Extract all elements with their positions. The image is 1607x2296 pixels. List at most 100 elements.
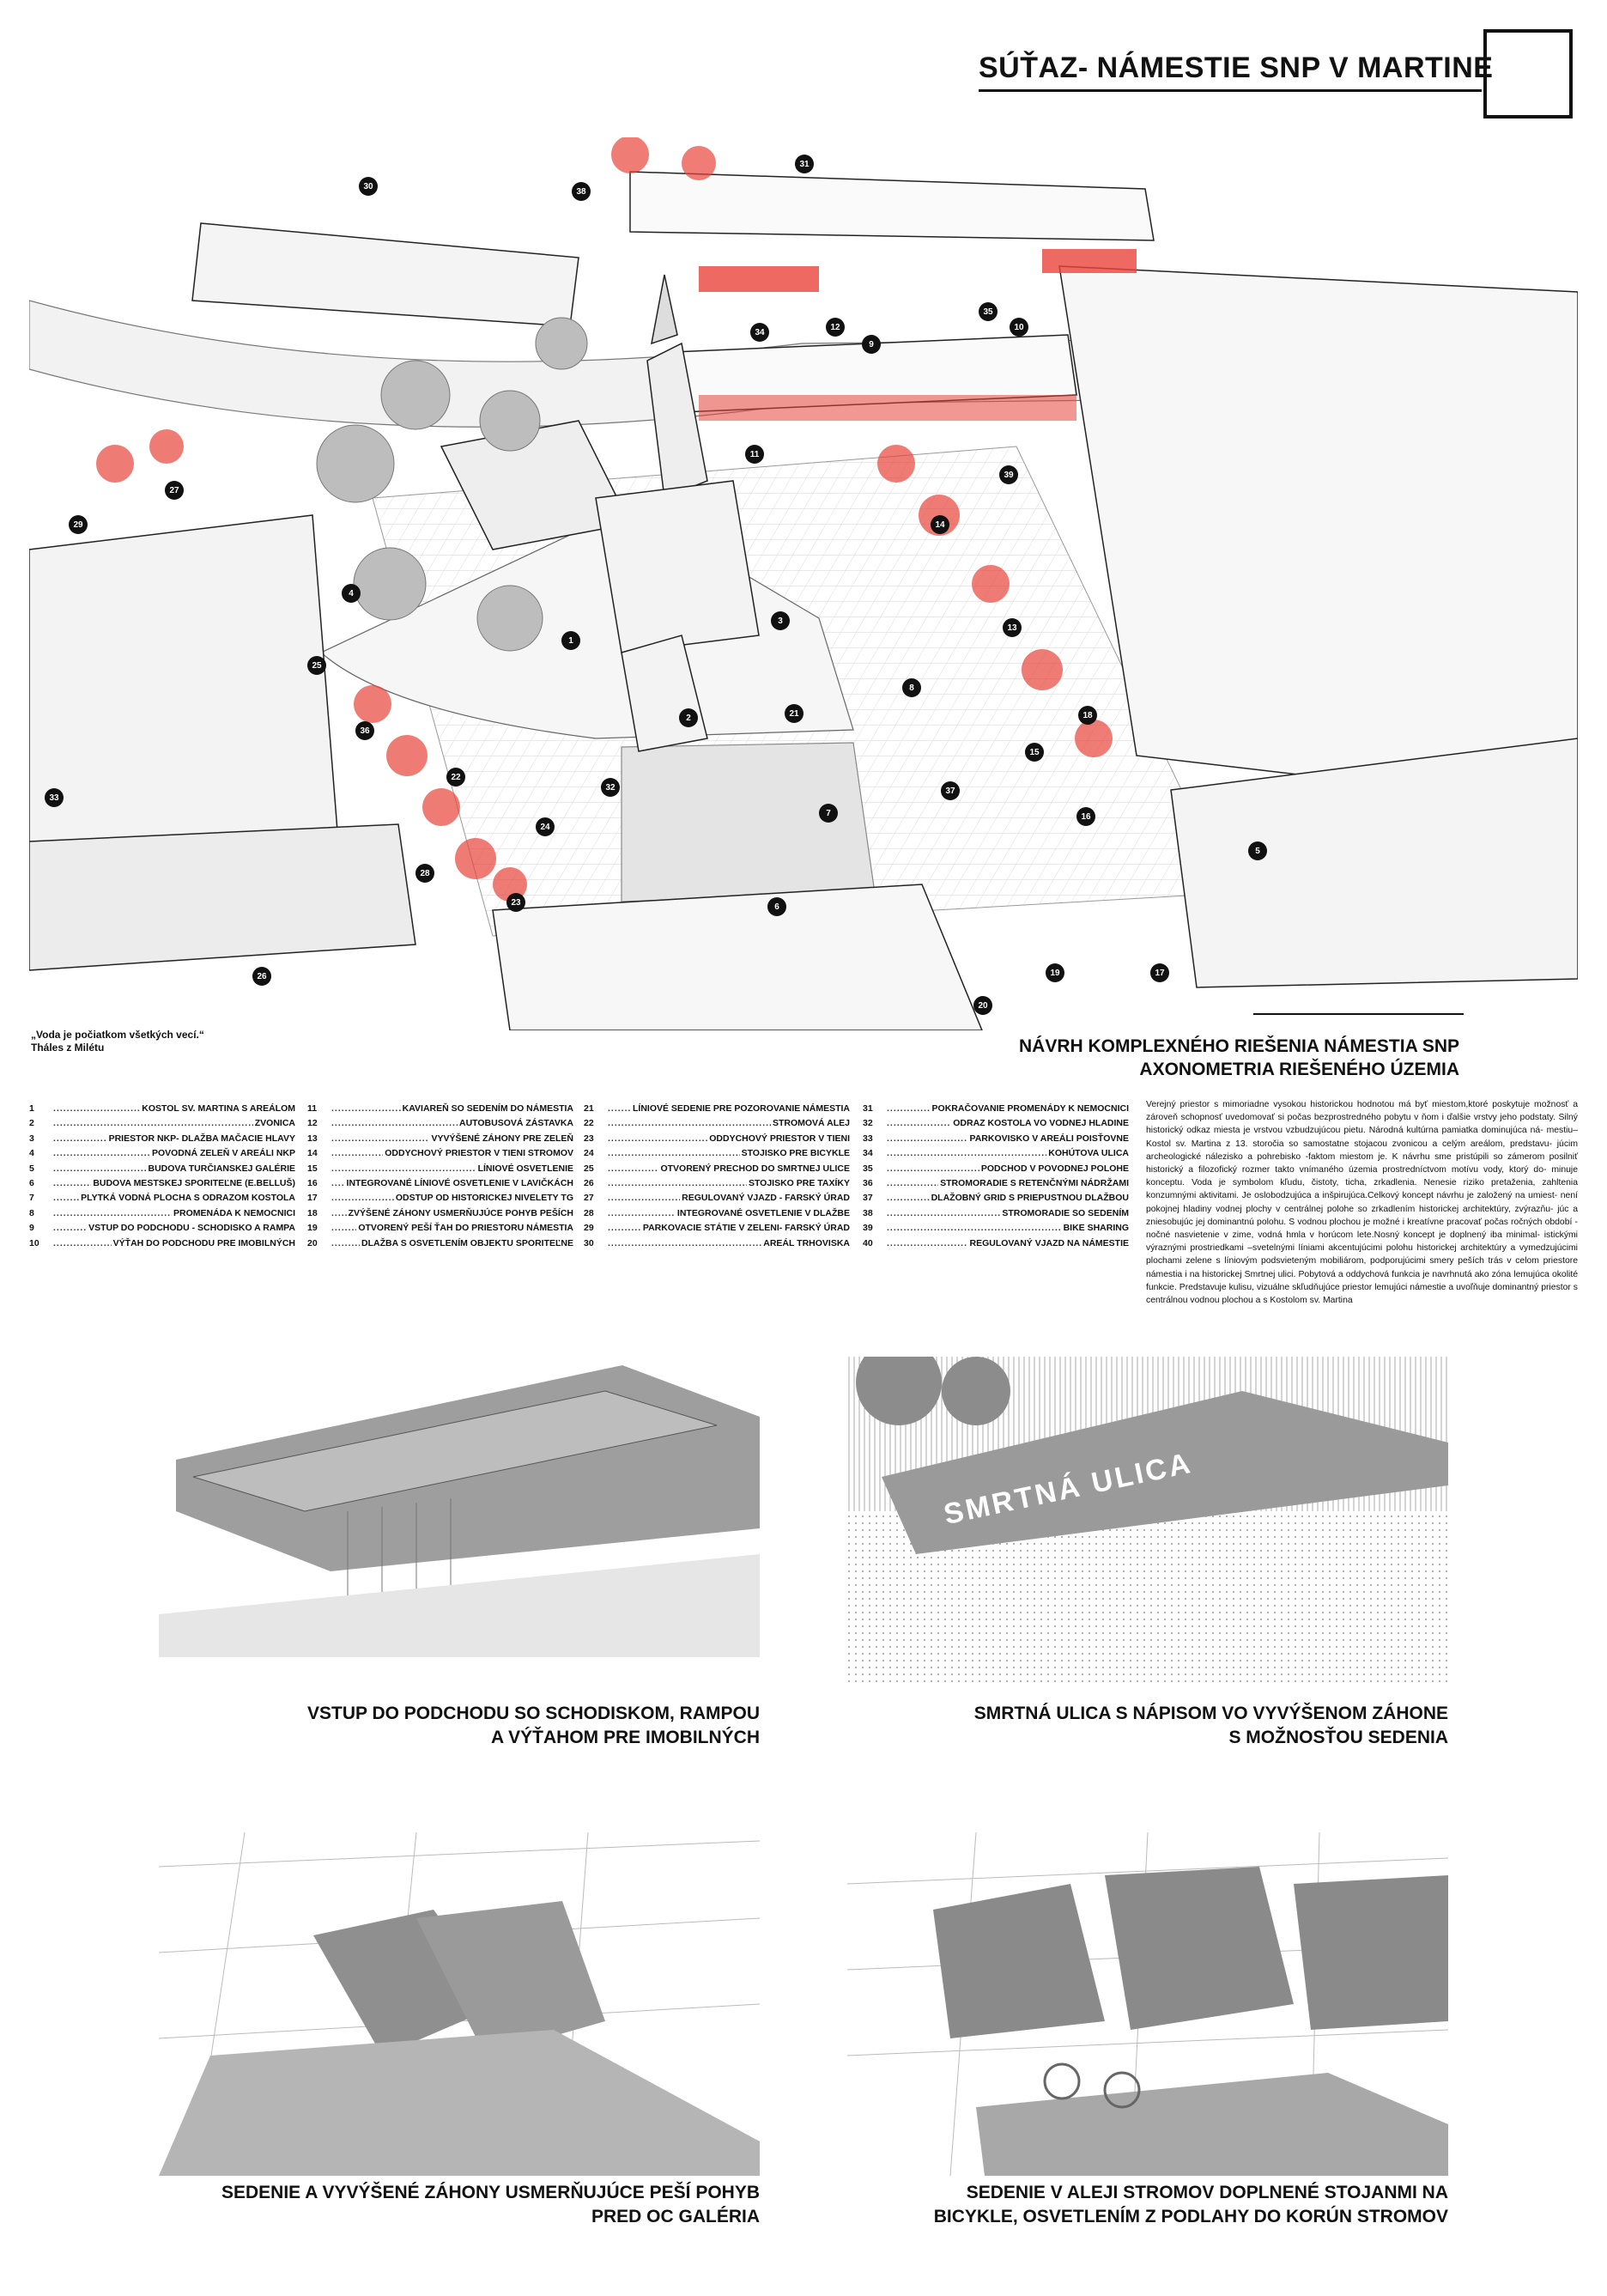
- legend-text: ODDYCHOVÝ PRIESTOR V TIENI: [709, 1133, 850, 1144]
- axo-marker-26: 26: [252, 967, 271, 986]
- legend-leader-dots: ........................................…: [331, 1103, 401, 1114]
- legend-item-13: 13......................................…: [307, 1132, 573, 1146]
- legend-item-29: 29......................................…: [584, 1221, 850, 1236]
- axo-marker-4: 4: [342, 584, 361, 603]
- legend-item-16: 16......................................…: [307, 1176, 573, 1191]
- axo-marker-24: 24: [536, 817, 555, 836]
- panel-smrtna-drawing: [847, 1357, 1448, 1683]
- axo-marker-1: 1: [561, 631, 580, 650]
- legend-item-9: 9.......................................…: [29, 1221, 295, 1236]
- legend-number: 14: [307, 1148, 318, 1159]
- axo-marker-33: 33: [45, 788, 64, 807]
- legend-leader-dots: ........................................…: [331, 1163, 476, 1174]
- legend-leader-dots: ........................................…: [608, 1207, 676, 1218]
- legend-text: ODSTUP OD HISTORICKEJ NIVELETY TG: [395, 1193, 573, 1204]
- legend-item-28: 28......................................…: [584, 1206, 850, 1221]
- axo-marker-17: 17: [1150, 963, 1169, 982]
- caption-underpass-line2: A VÝŤAHOM PRE IMOBILNÝCH: [490, 1728, 760, 1747]
- legend-item-17: 17......................................…: [307, 1191, 573, 1206]
- legend-item-6: 6.......................................…: [29, 1176, 295, 1191]
- church-body: [595, 480, 760, 653]
- legend-number: 2: [29, 1118, 34, 1129]
- legend-text: AUTOBUSOVÁ ZÁSTAVKA: [458, 1118, 573, 1129]
- caption-alej-line2: BICYKLE, OSVETLENÍM Z PODLAHY DO KORÚN S…: [933, 2207, 1448, 2226]
- legend-leader-dots: ........................................…: [53, 1193, 79, 1204]
- legend-leader-dots: ........................................…: [331, 1148, 383, 1159]
- axo-marker-37: 37: [941, 781, 960, 800]
- legend-number: 17: [307, 1193, 318, 1204]
- axo-marker-19: 19: [1046, 963, 1064, 982]
- axo-title-line1: NÁVRH KOMPLEXNÉHO RIEŠENIA NÁMESTIA SNP: [1019, 1036, 1459, 1056]
- axo-marker-32: 32: [601, 778, 620, 797]
- axo-marker-27: 27: [165, 481, 184, 500]
- building-south: [492, 884, 983, 1030]
- page-title: SÚŤAZ- NÁMESTIE SNP V MARTINE: [979, 52, 1494, 84]
- legend-item-23: 23......................................…: [584, 1132, 850, 1146]
- caption-underpass: VSTUP DO PODCHODU SO SCHODISKOM, RAMPOU …: [159, 1702, 760, 1750]
- legend-text: STROMORADIE SO SEDENÍM: [1002, 1207, 1129, 1218]
- legend-number: 11: [307, 1103, 318, 1114]
- legend-number: 5: [29, 1163, 34, 1174]
- axo-marker-30: 30: [359, 177, 378, 196]
- legend-number: 13: [307, 1133, 318, 1144]
- legend-leader-dots: ........................................…: [53, 1237, 112, 1248]
- caption-alej: SEDENIE V ALEJI STROMOV DOPLNENÉ STOJANM…: [847, 2181, 1448, 2229]
- caption-smrtna-line1: SMRTNÁ ULICA S NÁPISOM VO VYVÝŠENOM ZÁHO…: [973, 1704, 1448, 1723]
- building-market: [191, 222, 579, 327]
- legend-number: 15: [307, 1163, 318, 1174]
- legend-text: ODDYCHOVÝ PRIESTOR V TIENI STROMOV: [385, 1148, 573, 1159]
- legend-item-33: 33......................................…: [863, 1132, 1129, 1146]
- legend-text: PARKOVISKO V AREÁLI POISŤOVNE: [969, 1133, 1129, 1144]
- legend-item-4: 4.......................................…: [29, 1146, 295, 1161]
- legend-text: VYVÝŠENÉ ZÁHONY PRE ZELEŇ: [431, 1133, 573, 1144]
- legend-number: 30: [584, 1237, 594, 1248]
- panel-smrtna-ulica: SMRTNÁ ULICA: [847, 1357, 1448, 1683]
- legend-number: 3: [29, 1133, 34, 1144]
- axo-marker-12: 12: [826, 318, 845, 337]
- legend-text: DLAŽOBNÝ GRID S PRIEPUSTNOU DLAŽBOU: [931, 1193, 1129, 1204]
- panel-galeria-drawing: [159, 1832, 760, 2176]
- legend-text: PODCHOD V POVODNEJ POLOHE: [980, 1163, 1129, 1174]
- axo-marker-21: 21: [785, 704, 804, 723]
- axo-marker-34: 34: [750, 323, 769, 342]
- legend-leader-dots: ........................................…: [53, 1103, 141, 1114]
- concept-description: Verejný priestor s mimoriadne vysokou hi…: [1146, 1100, 1578, 1306]
- legend-text: POKRAČOVANIE PROMENÁDY K NEMOCNICI: [931, 1103, 1129, 1114]
- building-savings-bank: [29, 823, 416, 971]
- legend-text: STROMOVÁ ALEJ: [772, 1118, 850, 1129]
- axo-marker-8: 8: [902, 678, 921, 697]
- legend-item-35: 35......................................…: [863, 1162, 1129, 1176]
- legend-item-7: 7.......................................…: [29, 1191, 295, 1206]
- quote-text: „Voda je počiatkom všetkých vecí.“: [31, 1029, 204, 1041]
- legend-number: 32: [863, 1118, 873, 1129]
- legend-item-11: 11......................................…: [307, 1102, 573, 1116]
- legend-leader-dots: ........................................…: [887, 1207, 1000, 1218]
- axo-marker-10: 10: [1010, 318, 1028, 337]
- legend-item-27: 27......................................…: [584, 1191, 850, 1206]
- legend-text: ZVONICA: [254, 1118, 295, 1129]
- trees-red: [96, 137, 1113, 902]
- caption-smrtna-line2: S MOŽNOSŤOU SEDENIA: [1228, 1728, 1448, 1747]
- legend-leader-dots: ........................................…: [887, 1148, 1046, 1159]
- legend-leader-dots: ........................................…: [331, 1237, 360, 1248]
- legend-leader-dots: ........................................…: [887, 1133, 968, 1144]
- legend-col-4: 31......................................…: [863, 1102, 1129, 1251]
- panel-alej-drawing: [847, 1832, 1448, 2176]
- legend-text: LÍNIOVÉ OSVETLENIE: [477, 1163, 573, 1174]
- legend-text: POVODNÁ ZELEŇ V AREÁLI NKP: [151, 1148, 295, 1159]
- axo-marker-3: 3: [771, 611, 790, 630]
- legend-number: 35: [863, 1163, 873, 1174]
- caption-smrtna: SMRTNÁ ULICA S NÁPISOM VO VYVÝŠENOM ZÁHO…: [847, 1702, 1448, 1750]
- underpass-facade: [699, 395, 1076, 421]
- legend-item-15: 15......................................…: [307, 1162, 573, 1176]
- legend-number: 19: [307, 1223, 318, 1234]
- legend-leader-dots: ........................................…: [53, 1178, 91, 1189]
- legend-leader-dots: ........................................…: [887, 1237, 968, 1248]
- legend-leader-dots: ........................................…: [53, 1207, 172, 1218]
- legend-text: LÍNIOVÉ SEDENIE PRE POZOROVANIE NÁMESTIA: [632, 1103, 850, 1114]
- legend-number: 21: [584, 1103, 594, 1114]
- axo-marker-20: 20: [973, 996, 992, 1015]
- axo-marker-23: 23: [506, 893, 525, 912]
- axo-marker-9: 9: [862, 335, 881, 354]
